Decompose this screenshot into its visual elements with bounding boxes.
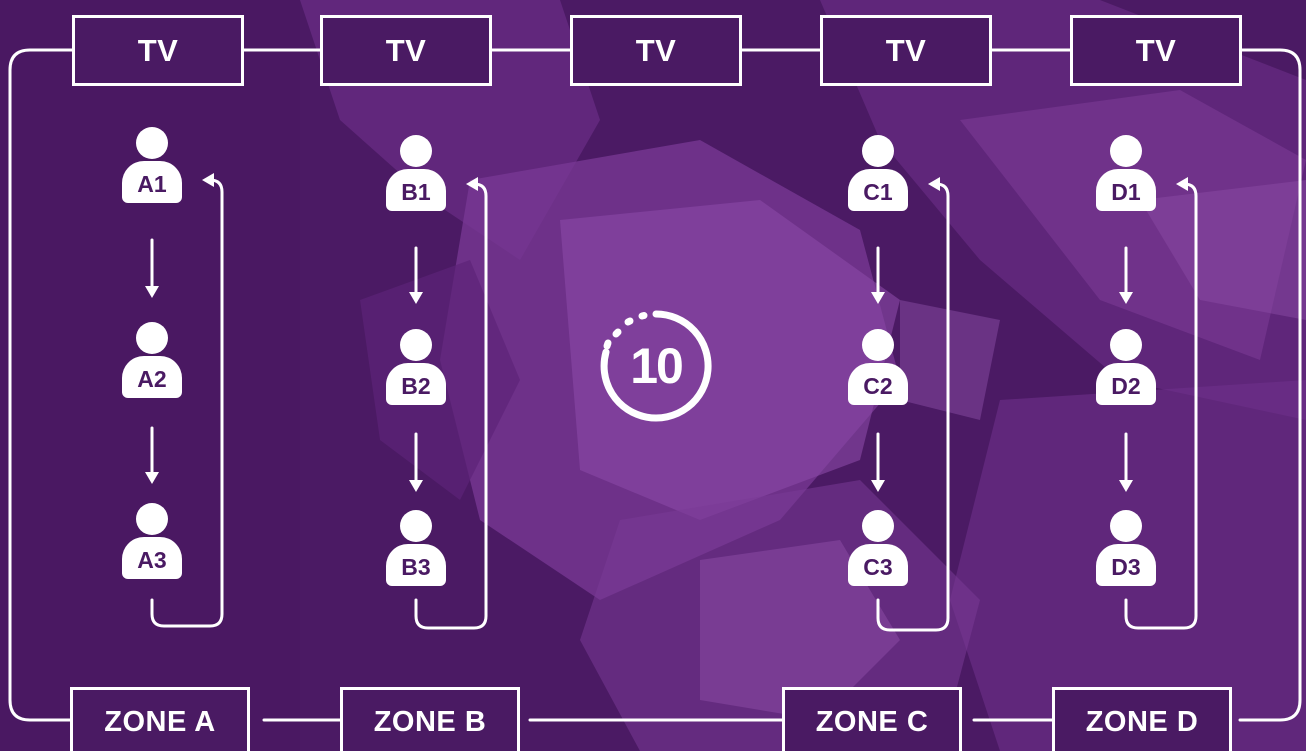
zone-b-box: ZONE B — [340, 687, 520, 751]
tv-box-5: TV — [1070, 15, 1242, 86]
person-icon-body: B2 — [386, 363, 446, 405]
player-label: C3 — [863, 553, 893, 580]
player-label: D1 — [1111, 178, 1141, 205]
person-icon-body: C2 — [848, 363, 908, 405]
person-icon-body: C3 — [848, 544, 908, 586]
tv-label: TV — [635, 32, 677, 68]
person-icon-head — [400, 510, 432, 542]
tv-label: TV — [385, 32, 427, 68]
player-b1: B1 — [386, 135, 446, 215]
person-icon-body: B3 — [386, 544, 446, 586]
tv-box-3: TV — [570, 15, 742, 86]
timer-icon — [600, 310, 712, 422]
player-b3: B3 — [386, 510, 446, 590]
player-a2: A2 — [122, 322, 182, 402]
person-icon-body: B1 — [386, 169, 446, 211]
player-d1: D1 — [1096, 135, 1156, 215]
person-icon-head — [136, 503, 168, 535]
tv-label: TV — [137, 32, 179, 68]
person-icon-head — [136, 127, 168, 159]
timer-value: 10 — [630, 338, 684, 394]
player-label: B1 — [401, 178, 431, 205]
zone-label: ZONE C — [815, 705, 929, 738]
person-icon-head — [400, 135, 432, 167]
person-icon-body: C1 — [848, 169, 908, 211]
player-label: A1 — [137, 170, 167, 197]
tv-label: TV — [1135, 32, 1177, 68]
person-icon-body: D3 — [1096, 544, 1156, 586]
player-label: A3 — [137, 546, 167, 573]
tv-box-4: TV — [820, 15, 992, 86]
person-icon-head — [862, 329, 894, 361]
tv-box-2: TV — [320, 15, 492, 86]
player-label: D2 — [1111, 372, 1141, 399]
zone-c-box: ZONE C — [782, 687, 962, 751]
player-d2: D2 — [1096, 329, 1156, 409]
player-label: D3 — [1111, 553, 1141, 580]
person-icon-head — [862, 510, 894, 542]
player-label: B3 — [401, 553, 431, 580]
player-label: C2 — [863, 372, 893, 399]
zone-a-box: ZONE A — [70, 687, 250, 751]
person-icon-body: A2 — [122, 356, 182, 398]
player-b2: B2 — [386, 329, 446, 409]
zone-d-box: ZONE D — [1052, 687, 1232, 751]
tv-label: TV — [885, 32, 927, 68]
player-a3: A3 — [122, 503, 182, 583]
person-icon-head — [862, 135, 894, 167]
person-icon-head — [1110, 329, 1142, 361]
player-c1: C1 — [848, 135, 908, 215]
player-d3: D3 — [1096, 510, 1156, 590]
player-c2: C2 — [848, 329, 908, 409]
person-icon-head — [136, 322, 168, 354]
zone-label: ZONE D — [1085, 705, 1199, 738]
player-c3: C3 — [848, 510, 908, 590]
player-label: C1 — [863, 178, 893, 205]
person-icon-body: A1 — [122, 161, 182, 203]
player-a1: A1 — [122, 127, 182, 207]
person-icon-body: A3 — [122, 537, 182, 579]
zone-label: ZONE A — [104, 705, 216, 738]
person-icon-body: D1 — [1096, 169, 1156, 211]
person-icon-body: D2 — [1096, 363, 1156, 405]
person-icon-head — [400, 329, 432, 361]
player-label: A2 — [137, 365, 167, 392]
zone-label: ZONE B — [373, 705, 487, 738]
person-icon-head — [1110, 510, 1142, 542]
person-icon-head — [1110, 135, 1142, 167]
tv-box-1: TV — [72, 15, 244, 86]
player-label: B2 — [401, 372, 431, 399]
